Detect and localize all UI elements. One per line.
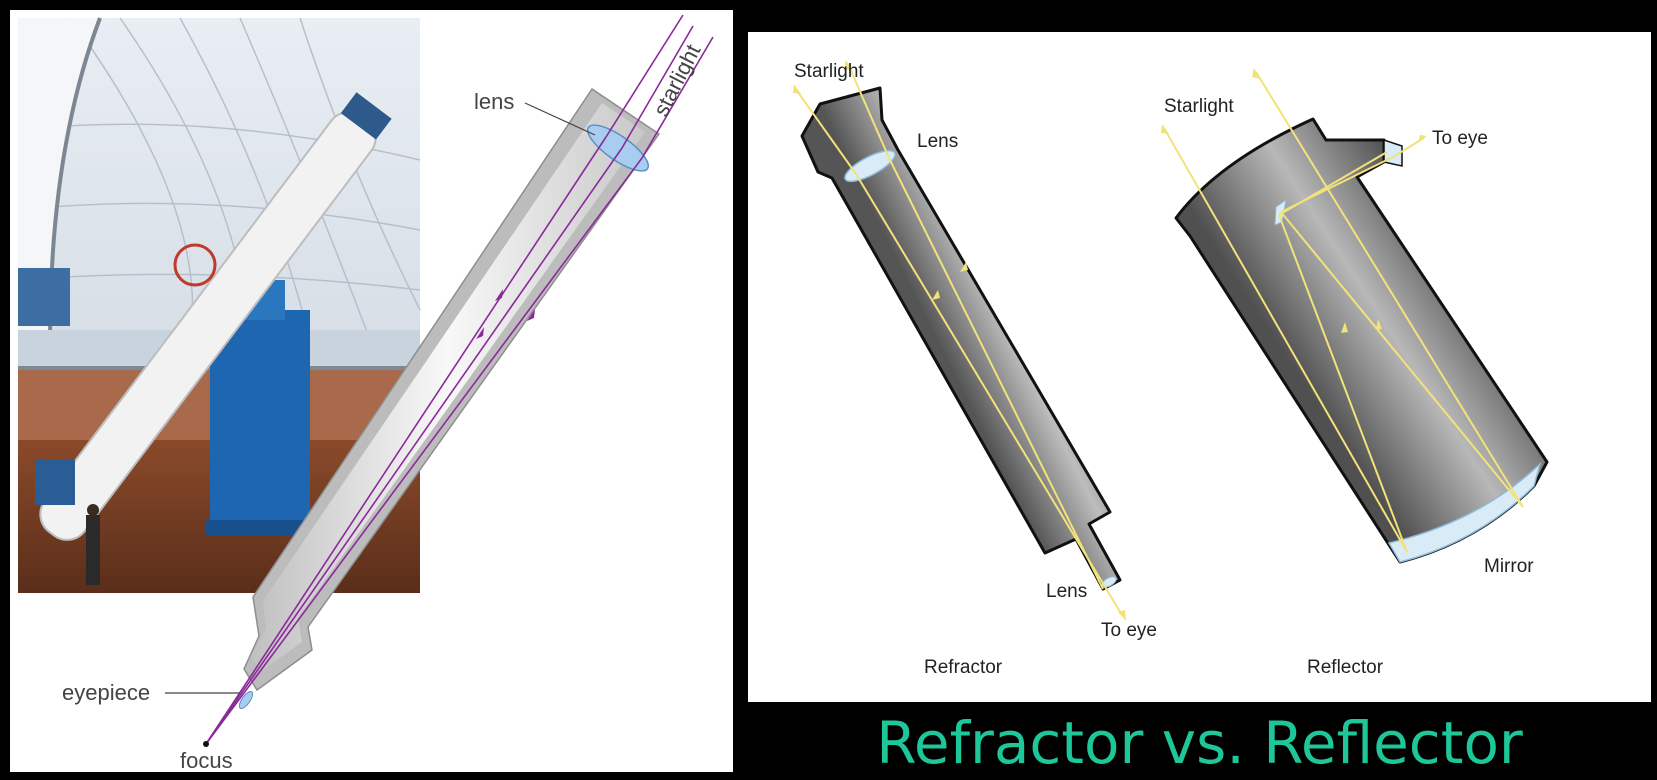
eyepiece-lens-icon: [238, 690, 254, 710]
lens-leader-line: [524, 102, 596, 136]
eyepiece-label: eyepiece: [62, 680, 150, 705]
refractor-light-rays: [794, 63, 1123, 616]
refractor-caption: Refractor: [924, 657, 1003, 678]
reflector-mirror-label: Mirror: [1484, 556, 1534, 577]
refractor-schematic-svg: lens starlight eyepiece focus: [17, 14, 714, 772]
ray-direction-arrows: [476, 289, 535, 339]
reflector-to-eye-label: To eye: [1432, 128, 1488, 149]
reflector-caption: Reflector: [1307, 657, 1384, 678]
reflector-starlight-label: Starlight: [1164, 96, 1234, 117]
focus-point-icon: [203, 741, 209, 747]
refractor-body: [800, 86, 1122, 591]
comparison-diagram-svg: Starlight Lens Lens To eye Refractor Sta…: [793, 60, 1549, 678]
objective-lens-icon: [586, 124, 650, 172]
reflector-light-rays: [1163, 71, 1524, 553]
comparison-diagram-panel: Starlight Lens Lens To eye Refractor Sta…: [748, 32, 1651, 702]
reflector-ray-arrows: [1161, 68, 1427, 333]
refractor-to-eye-label: To eye: [1101, 620, 1157, 641]
slide-title: Refractor vs. Reflector: [876, 709, 1523, 777]
starlight-rays: [205, 14, 714, 745]
primary-mirror-icon: [1387, 461, 1542, 563]
focus-label: focus: [180, 748, 233, 772]
refractor-lens-label: Lens: [917, 131, 958, 152]
refractor-schematic-panel: lens starlight eyepiece focus: [10, 10, 733, 772]
refractor-ray-arrows: [793, 60, 1126, 621]
starlight-label: starlight: [648, 40, 705, 120]
refractor-starlight-label: Starlight: [794, 61, 864, 82]
reflector-body: [1174, 117, 1549, 564]
refractor-eyepiece-lens-label: Lens: [1046, 581, 1087, 602]
refractor-objective-lens-icon: [844, 149, 896, 183]
lens-label: lens: [474, 89, 514, 114]
